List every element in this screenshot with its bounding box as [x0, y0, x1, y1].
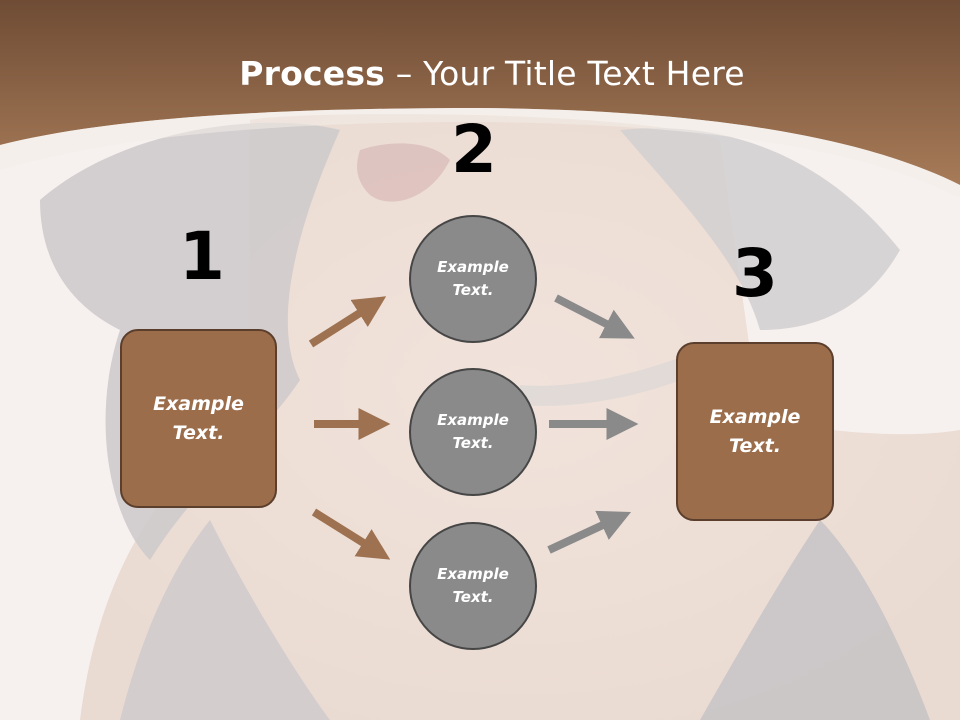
step-1-text-line2: Text. — [172, 421, 225, 444]
step-1-text-line1: Example — [153, 392, 244, 415]
step-2-circle-middle: Example Text. — [409, 368, 537, 496]
circle-2-text-line1: Example — [437, 411, 509, 429]
arrow-2c-to-3 — [547, 510, 632, 554]
circle-1-text-line2: Text. — [452, 281, 494, 299]
step-number-1: 1 — [179, 218, 225, 295]
step-number-2: 2 — [451, 111, 497, 188]
step-1-box: Example Text. — [120, 329, 277, 508]
title-bold: Process — [239, 54, 386, 93]
step-2-circle-bottom: Example Text. — [409, 522, 537, 650]
arrow-2a-to-3 — [554, 294, 635, 339]
circle-3-text-line2: Text. — [452, 588, 494, 606]
arrow-1-to-2c — [311, 508, 391, 560]
circle-3-text-line1: Example — [437, 565, 509, 583]
title-rest: – Your Title Text Here — [385, 54, 745, 93]
slide-title: Process – Your Title Text Here — [0, 54, 960, 93]
step-number-3: 3 — [732, 235, 778, 312]
step-3-text-line2: Text. — [729, 434, 781, 457]
step-3-box: Example Text. — [676, 342, 834, 521]
arrow-1-to-2a — [308, 296, 387, 348]
circle-1-text-line1: Example — [437, 258, 509, 276]
circle-2-text-line2: Text. — [452, 434, 494, 452]
step-2-circle-top: Example Text. — [409, 215, 537, 343]
step-3-text-line1: Example — [709, 405, 801, 428]
